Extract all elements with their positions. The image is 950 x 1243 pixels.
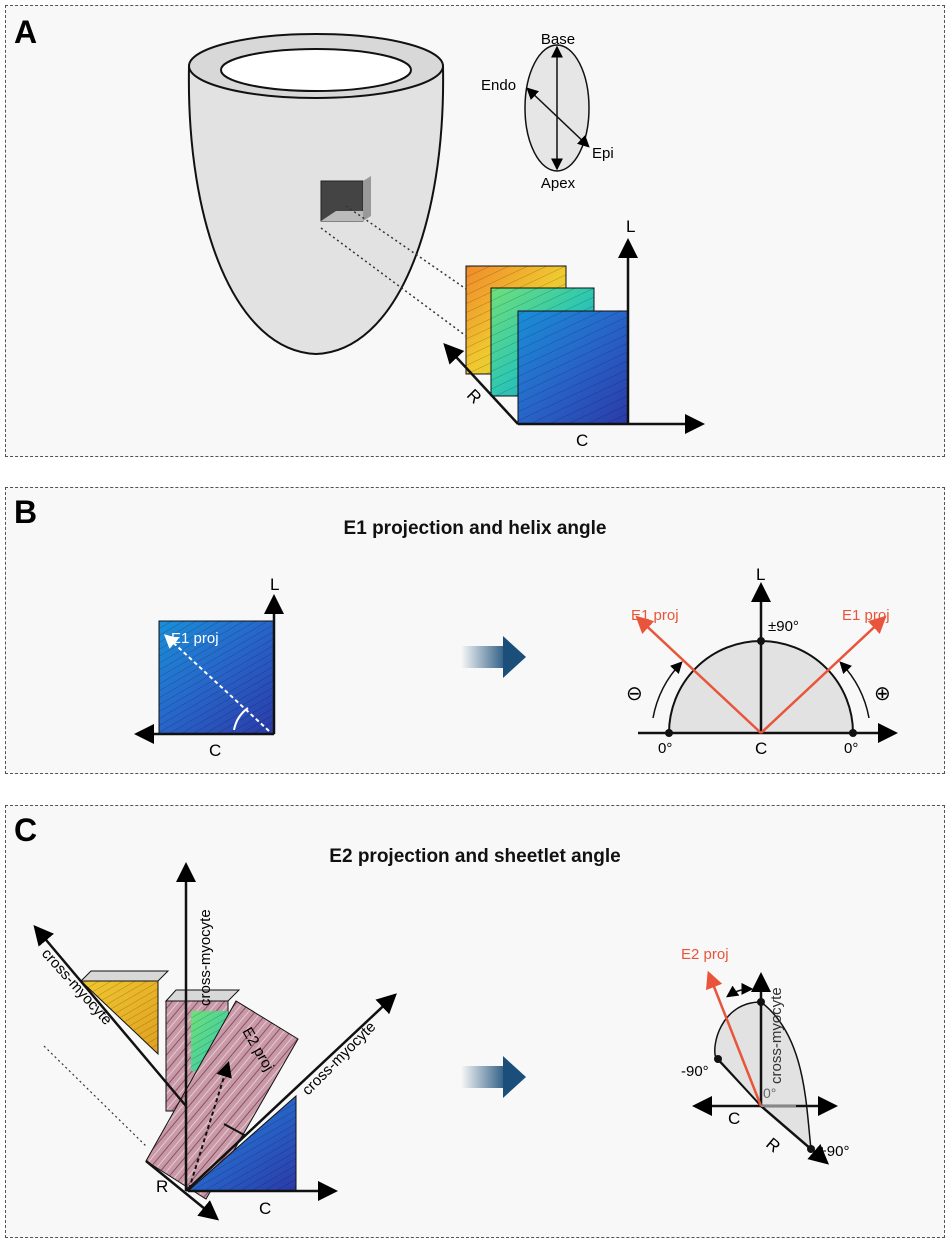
endo-label: Endo [481,77,516,94]
fan-zero-label: 0° [763,1085,776,1101]
helix-angle-arc [233,707,249,731]
fan-dot-left [714,1055,722,1063]
projection-line-2 [320,227,494,357]
orientation-ellipse [524,44,590,172]
e1-proj-left-label: E1 proj [631,607,679,624]
c-r-axis [145,1160,220,1221]
r-axis-label: R [463,385,485,407]
transition-arrow [461,636,526,678]
panel-b-diagram: E1 proj L C L E1 proj E1 proj ±90° 0° 0°… [134,565,898,760]
tissue-block [320,176,371,222]
fan-e2-proj-label: E2 proj [681,946,729,963]
e1-proj-right-arrow [760,615,887,734]
e2-proj-dashed [188,1060,232,1190]
panel-c-title: E2 projection and sheetlet angle [329,846,621,867]
fan-r-label: R [762,1134,784,1156]
apex-label: Apex [541,175,576,192]
e1-proj-right-label: E1 proj [842,607,890,624]
c-dotted-guide [43,1045,147,1147]
minus-rotation-arc [652,661,683,719]
l-axis-label: L [626,217,635,236]
c-c-label: C [259,1199,271,1218]
c-left-axis [33,924,187,1107]
plus-rotation-arc [839,661,870,719]
fan-cross-label: cross-myocyte [768,987,785,1084]
blue-slice [517,310,629,425]
fan-dot-top [757,998,765,1006]
b-c-label: C [209,741,221,760]
fan-angle-arc [726,982,754,998]
left-zero-label: 0° [658,740,672,757]
fan-minus90-label: -90° [681,1063,709,1080]
plus-sign: ⊕ [874,683,891,705]
panel-a: A [5,5,945,457]
c-right-axis [185,993,397,1192]
panel-c: C E2 projection and sheetlet angle [5,805,945,1238]
e1-proj-arrow [163,634,270,732]
blue-wedge [186,1094,297,1192]
cross-vertical-label: cross-myocyte [197,909,214,1006]
dot-top [757,637,765,645]
heart-shape [187,33,445,356]
dot-left [665,729,673,737]
top-angle-label: ±90° [768,618,799,635]
panel-b-letter: B [14,494,38,530]
fan-r-axis [760,1105,830,1165]
minus-sign: ⊖ [626,683,643,705]
e1-proj-left-arrow [635,615,762,734]
r-axis [443,343,519,425]
sheetlet-angle-arc [223,1123,247,1137]
semicircle-l-label: L [756,565,765,584]
epi-label: Epi [592,145,614,162]
base-label: Base [541,31,575,48]
fan-upper-diagonal [717,1058,762,1107]
e1-proj-square-label: E1 proj [171,630,219,647]
dot-right [849,729,857,737]
panel-c-diagram: cross-myocyte cross-myocyte cross-myocyt… [33,862,849,1221]
right-zero-label: 0° [844,740,858,757]
fan-dot-right [807,1145,815,1153]
panel-a-diagram: Base Apex Endo Epi L C R [187,31,705,450]
cross-right-label: cross-myocyte [299,1018,379,1098]
e2-proj-fan-arrow [705,970,763,1107]
panel-a-letter: A [14,14,38,50]
panel-c-letter: C [14,812,38,848]
panel-b: B E1 projection and helix angle [5,487,945,774]
b-l-label: L [270,575,279,594]
fan-plus90-label: +90° [818,1143,849,1160]
fan-c-label: C [728,1109,740,1128]
c-r-label: R [156,1177,168,1196]
yellow-slab [79,970,170,1056]
center-c-label: C [755,739,767,758]
transition-arrow-c [461,1056,526,1098]
c-axis-label: C [576,431,588,450]
panel-b-title: E1 projection and helix angle [343,518,607,539]
